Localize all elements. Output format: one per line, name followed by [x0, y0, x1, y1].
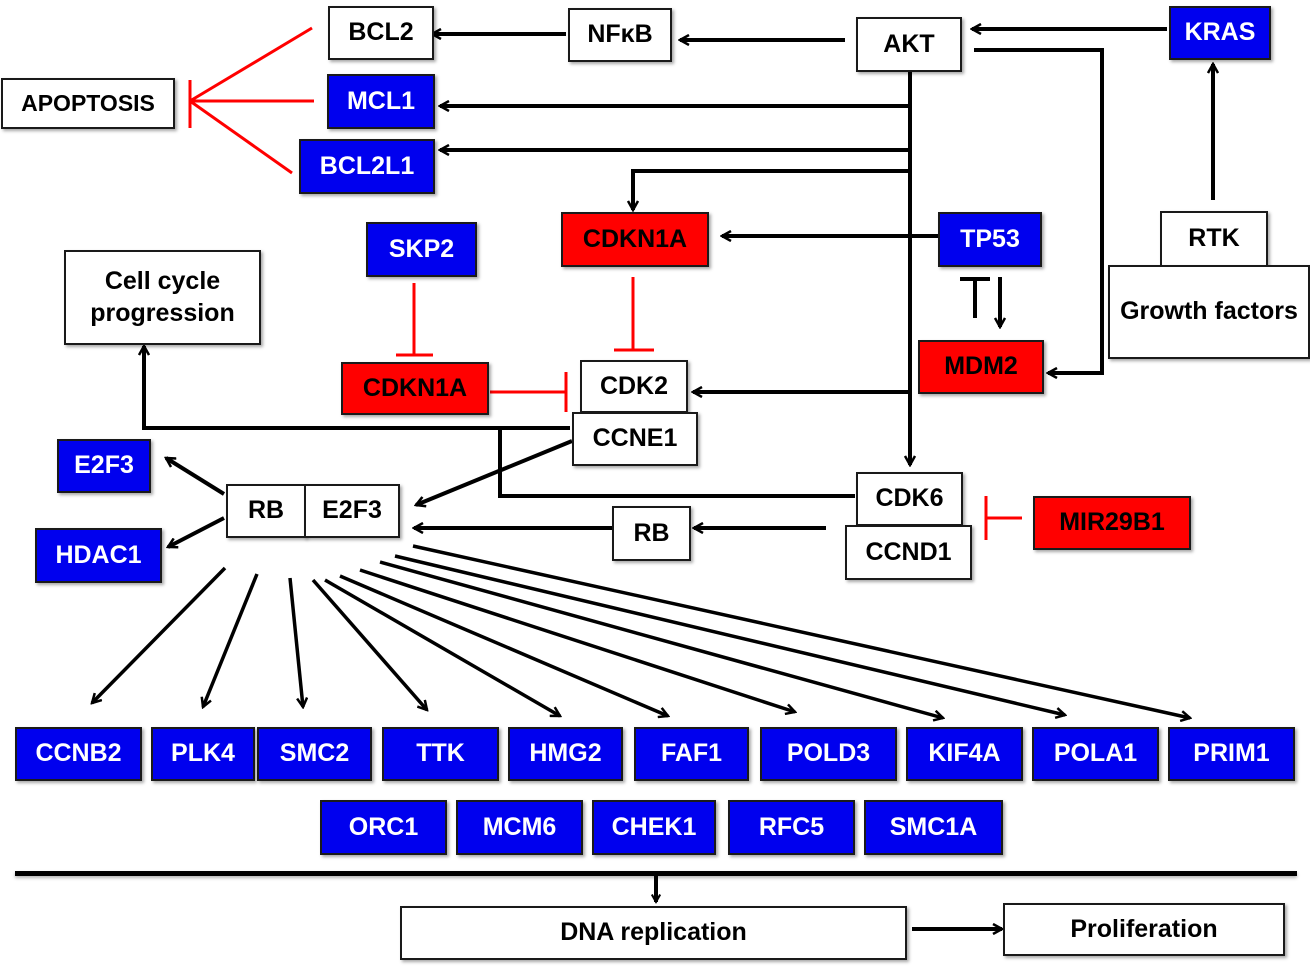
target-gene-label: CHEK1 [611, 812, 697, 841]
edge-ccne1-cellcycle [144, 346, 570, 430]
node-bcl2: BCL2 [328, 6, 434, 60]
node-mcl1: MCL1 [327, 74, 435, 129]
node-nfkb: NFκB [568, 8, 672, 62]
target-gene-label: MCM6 [482, 812, 557, 841]
node-skp2: SKP2 [366, 222, 477, 277]
edge-akt-cdkn1a [633, 169, 910, 210]
target-gene-ccnb2: CCNB2 [15, 727, 142, 781]
node-dna-replication: DNA replication [400, 906, 907, 960]
target-gene-ttk: TTK [382, 727, 499, 781]
target-gene-orc1: ORC1 [320, 800, 447, 855]
target-gene-prim1: PRIM1 [1168, 727, 1295, 781]
divider-line [15, 871, 1297, 876]
edge-rbe2f3-pola1 [394, 554, 1065, 715]
node-ccnd1: CCND1 [845, 525, 972, 580]
node-tp53: TP53 [938, 212, 1042, 267]
target-gene-label: ORC1 [348, 812, 419, 841]
target-gene-label: TTK [416, 739, 465, 768]
edge-rbe2f3-smc2 [288, 577, 303, 707]
target-gene-rfc5: RFC5 [728, 800, 855, 855]
node-growth-factors: Growth factors [1108, 265, 1310, 359]
target-gene-label: KIF4A [928, 739, 1001, 768]
node-mir29b1: MIR29B1 [1033, 496, 1191, 550]
target-gene-label: FAF1 [660, 739, 723, 768]
target-gene-hmg2: HMG2 [508, 727, 623, 781]
target-gene-label: PRIM1 [1193, 739, 1270, 768]
target-gene-label: PLK4 [171, 739, 235, 768]
target-gene-label: HMG2 [529, 739, 602, 768]
node-ccne1: CCNE1 [572, 412, 698, 466]
target-gene-kif4a: KIF4A [906, 727, 1023, 781]
edge-rbe2f3-e2f3 [166, 456, 226, 496]
target-gene-label: CCNB2 [35, 739, 122, 768]
edge-akt-mdm2 [974, 48, 1104, 373]
node-bcl2l1: BCL2L1 [299, 139, 435, 194]
edge-ccne1-rbe2f3 [416, 439, 573, 505]
node-cdkn1a-top: CDKN1A [561, 212, 709, 267]
edge-rbe2f3-kif4a [379, 560, 943, 718]
node-rb-complex: RB [226, 484, 306, 538]
target-gene-smc1a: SMC1A [864, 800, 1003, 855]
inhibit-bcl2-apoptosis [189, 26, 313, 103]
node-proliferation: Proliferation [1003, 903, 1285, 956]
fan-edges [92, 544, 1190, 718]
target-gene-label: SMC2 [279, 739, 350, 768]
node-rtk: RTK [1160, 211, 1268, 267]
edge-rbe2f3-hmg2 [324, 578, 560, 718]
target-gene-pold3: POLD3 [760, 727, 897, 781]
target-gene-label: SMC1A [889, 812, 978, 841]
target-gene-chek1: CHEK1 [592, 800, 716, 855]
edge-rbe2f3-hdac1 [168, 516, 225, 549]
node-apoptosis: APOPTOSIS [1, 78, 175, 129]
target-gene-label: POLA1 [1053, 739, 1138, 768]
target-gene-pola1: POLA1 [1032, 727, 1159, 781]
edge-rbe2f3-pold3 [359, 568, 795, 712]
node-akt: AKT [856, 17, 962, 72]
node-cdk6: CDK6 [856, 472, 963, 526]
node-e2f3-complex: E2F3 [304, 484, 400, 538]
node-rb: RB [612, 506, 691, 561]
edge-rbe2f3-ttk [311, 578, 427, 710]
target-gene-mcm6: MCM6 [456, 800, 583, 855]
inhibit-bcl2l1-apoptosis [189, 99, 293, 175]
node-mdm2: MDM2 [918, 340, 1044, 394]
target-gene-label: POLD3 [786, 739, 871, 768]
edge-rbe2f3-ccnb2 [92, 566, 227, 703]
target-gene-label: RFC5 [758, 812, 825, 841]
edge-rbe2f3-plk4 [203, 573, 259, 707]
target-gene-plk4: PLK4 [151, 727, 255, 781]
node-cdk2: CDK2 [580, 360, 688, 413]
node-kras: KRAS [1169, 6, 1271, 60]
node-e2f3-blue: E2F3 [57, 439, 151, 493]
target-gene-faf1: FAF1 [634, 727, 749, 781]
edge-cdk6-ccne1 [498, 428, 855, 498]
edge-rbe2f3-faf1 [339, 574, 668, 716]
edge-rbe2f3-prim1 [412, 544, 1190, 718]
target-gene-smc2: SMC2 [257, 727, 372, 781]
node-hdac1: HDAC1 [35, 528, 162, 583]
node-cell-cycle-progression: Cell cycle progression [64, 250, 261, 345]
node-cdkn1a-mid: CDKN1A [341, 362, 489, 415]
